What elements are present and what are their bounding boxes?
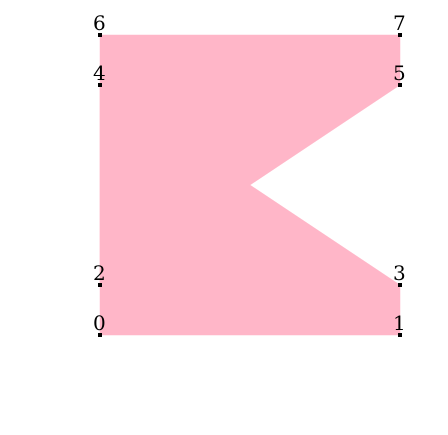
vertex-label-3: 3 xyxy=(393,261,406,285)
vertex-label-0: 0 xyxy=(93,311,106,335)
vertex-marker-1 xyxy=(398,333,402,337)
vertex-marker-0 xyxy=(98,333,102,337)
vertex-label-6: 6 xyxy=(93,11,106,35)
vertex-label-5: 5 xyxy=(393,61,406,85)
vertex-marker-3 xyxy=(398,283,402,287)
band-triangle-6-5-7 xyxy=(99,34,401,86)
vertex-marker-6 xyxy=(98,33,102,37)
vertex-label-4: 4 xyxy=(93,61,106,85)
vertex-labels: 0 1 2 3 4 5 6 7 xyxy=(93,11,406,335)
vertex-markers xyxy=(98,33,402,337)
vertex-label-1: 1 xyxy=(393,311,406,335)
vertex-label-7: 7 xyxy=(393,11,406,35)
vertex-marker-5 xyxy=(398,83,402,87)
filled-band xyxy=(99,34,401,336)
vertex-label-2: 2 xyxy=(93,261,106,285)
vertex-marker-4 xyxy=(98,83,102,87)
vertex-marker-7 xyxy=(398,33,402,37)
vertex-marker-2 xyxy=(98,283,102,287)
